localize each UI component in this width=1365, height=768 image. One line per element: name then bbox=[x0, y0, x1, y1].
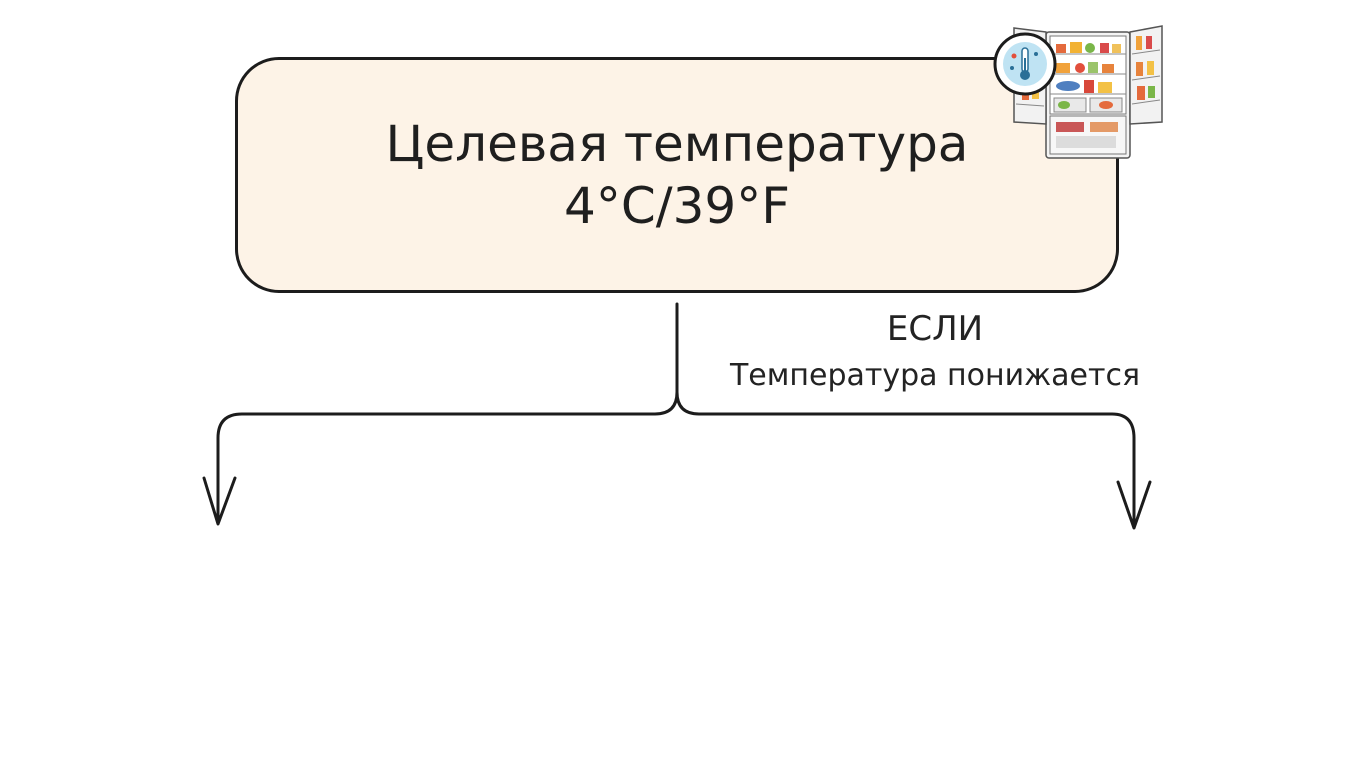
thermometer-icon bbox=[993, 32, 1057, 96]
stem-line bbox=[216, 302, 679, 524]
open-fridge-icon bbox=[993, 25, 1163, 159]
target-temperature-title: Целевая температура bbox=[385, 115, 969, 173]
condition-keyword: ЕСЛИ bbox=[886, 309, 984, 349]
right-arrowhead bbox=[1116, 480, 1152, 530]
right-branch-line bbox=[675, 390, 1136, 528]
left-arrowhead bbox=[202, 476, 237, 526]
target-temperature-value: 4°C/39°F bbox=[564, 177, 790, 235]
condition-label: ЕСЛИ Температура понижается bbox=[700, 306, 1170, 400]
condition-text: Температура понижается bbox=[729, 358, 1141, 393]
target-temperature-box: Целевая температура 4°C/39°F bbox=[235, 57, 1119, 293]
